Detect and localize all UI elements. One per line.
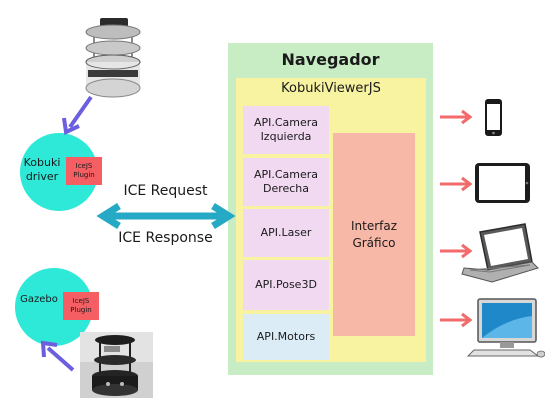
device-arrow xyxy=(440,312,473,328)
gazebo-label: Gazebo xyxy=(20,294,58,305)
plugin-label: IceJS Plugin xyxy=(73,162,95,179)
api-laser-box: API.Laser xyxy=(243,209,329,257)
turtlebot-sim-render xyxy=(80,332,153,398)
device-arrow xyxy=(440,176,473,192)
ice-request-label: ICE Request xyxy=(123,183,208,199)
viewer-title: KobukiViewerJS xyxy=(281,81,381,96)
kobuki-icejs-plugin-badge: IceJS Plugin xyxy=(66,157,102,185)
tablet-icon xyxy=(475,163,530,203)
navegador-title: Navegador xyxy=(281,50,380,69)
plugin-label: IceJS Plugin xyxy=(70,297,92,314)
laptop-icon xyxy=(461,223,539,283)
api-label: API.Motors xyxy=(256,330,316,343)
api-label: API.Camera Derecha xyxy=(253,168,319,195)
kobuki-driver-label: Kobuki driver xyxy=(23,156,61,183)
api-label: API.Camera Izquierda xyxy=(253,116,319,143)
interfaz-grafico-box: Interfaz Gráfico xyxy=(333,133,415,336)
api-motors-box: API.Motors xyxy=(243,314,329,360)
api-camera-derecha-box: API.Camera Derecha xyxy=(243,158,329,206)
device-arrow xyxy=(440,243,473,259)
api-label: API.Laser xyxy=(260,226,312,239)
turtlebot-photo xyxy=(85,18,141,98)
api-label: API.Pose3D xyxy=(255,278,317,291)
smartphone-icon xyxy=(485,99,502,136)
api-pose3d-box: API.Pose3D xyxy=(243,260,329,310)
robot-arrow xyxy=(40,340,75,372)
desktop-icon xyxy=(466,298,545,358)
ice-response-label: ICE Response xyxy=(118,230,213,246)
device-arrow xyxy=(440,109,473,125)
interfaz-grafico-label: Interfaz Gráfico xyxy=(350,218,398,250)
gazebo-icejs-plugin-badge: IceJS Plugin xyxy=(63,292,99,320)
robot-arrow xyxy=(62,95,93,135)
api-camera-izquierda-box: API.Camera Izquierda xyxy=(243,106,329,154)
ice-link-arrow xyxy=(96,203,236,229)
